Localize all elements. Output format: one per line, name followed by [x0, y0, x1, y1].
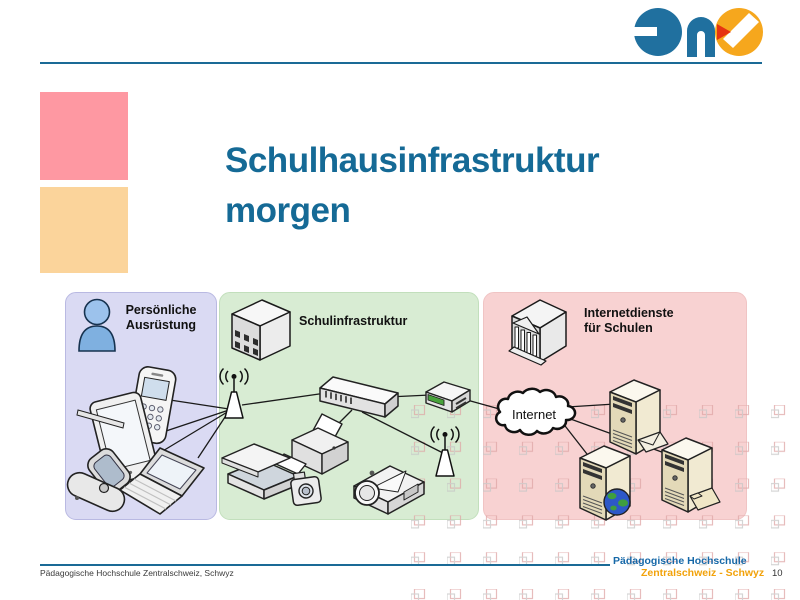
- footer-brand-line1: Pädagogische Hochschule: [613, 555, 747, 567]
- header-rule: [40, 62, 762, 64]
- phz-logo-letter-z: [715, 8, 763, 56]
- phz-logo-letter-p: [633, 8, 682, 56]
- phz-logo-letter-h: [687, 17, 715, 57]
- zone-label-school: Schulinfrastruktur: [299, 314, 408, 328]
- orange-accent-square: [40, 187, 128, 273]
- zone-label-personal: Persönliche Ausrüstung: [125, 303, 197, 333]
- footer-institution-text: Pädagogische Hochschule Zentralschweiz, …: [40, 568, 234, 578]
- page-number: 10: [772, 568, 783, 579]
- phz-logo: [633, 8, 763, 57]
- pink-accent-square: [40, 92, 128, 180]
- footer-brand-line2: Zentralschweiz - Schwyz: [641, 567, 765, 579]
- slide-title: Schulhausinfrastruktur morgen: [225, 141, 600, 230]
- internet-cloud-label: Internet: [511, 407, 557, 422]
- zone-label-internet: Internetdienste für Schulen: [584, 306, 674, 336]
- footer-rule: [40, 564, 610, 566]
